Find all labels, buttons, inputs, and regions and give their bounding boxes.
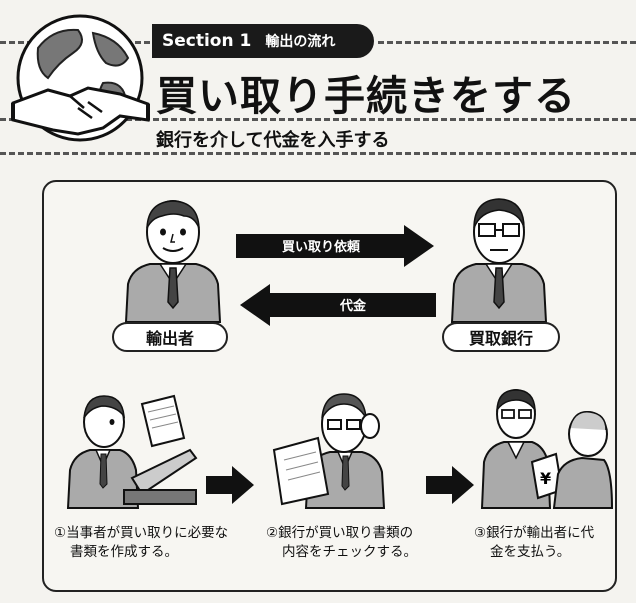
document-check-icon	[272, 393, 386, 509]
header-dash-bottom	[0, 152, 636, 155]
section-topic: 輸出の流れ	[265, 34, 336, 50]
document-preparation-icon	[66, 394, 198, 509]
yen-symbol: ¥	[540, 469, 551, 488]
exporter-label: 輸出者	[112, 322, 228, 352]
step-3-caption-line2: 金を支払う。	[490, 544, 571, 560]
step-1-caption-line2: 書類を作成する。	[70, 544, 178, 560]
section-bar: Section 1 輸出の流れ	[152, 24, 374, 58]
step-2-caption-line1: ②銀行が買い取り書類の	[266, 525, 414, 541]
payment-arrow-label: 代金	[339, 299, 366, 314]
bank-label: 買取銀行	[442, 322, 560, 352]
step-2-caption: ②銀行が買い取り書類の 内容をチェックする。	[266, 524, 417, 562]
header-dash-right	[378, 41, 636, 44]
request-arrow	[236, 225, 434, 267]
step-arrow-1	[206, 466, 254, 504]
step-3-caption: ③銀行が輸出者に代 金を支払う。	[474, 524, 594, 562]
step-1-caption: ①当事者が買い取りに必要な 書類を作成する。	[54, 524, 228, 562]
page-subtitle: 銀行を介して代金を入手する	[156, 130, 390, 151]
step-1-caption-line1: ①当事者が買い取りに必要な	[54, 525, 229, 541]
bank-clerk-person-icon	[450, 198, 548, 323]
exporter-person-icon	[124, 200, 222, 323]
payment-arrow	[240, 284, 436, 326]
globe-handshake-icon	[11, 14, 150, 142]
request-arrow-label: 買い取り依頼	[281, 240, 360, 255]
section-label: Section 1	[162, 31, 252, 51]
step-3-caption-line1: ③銀行が輸出者に代	[474, 525, 595, 541]
payment-handover-icon: ¥	[480, 389, 614, 509]
step-arrow-2	[426, 466, 474, 504]
page-title: 買い取り手続きをする	[156, 72, 576, 120]
step-2-caption-line2: 内容をチェックする。	[282, 544, 417, 560]
header-dash-middle	[0, 118, 636, 121]
